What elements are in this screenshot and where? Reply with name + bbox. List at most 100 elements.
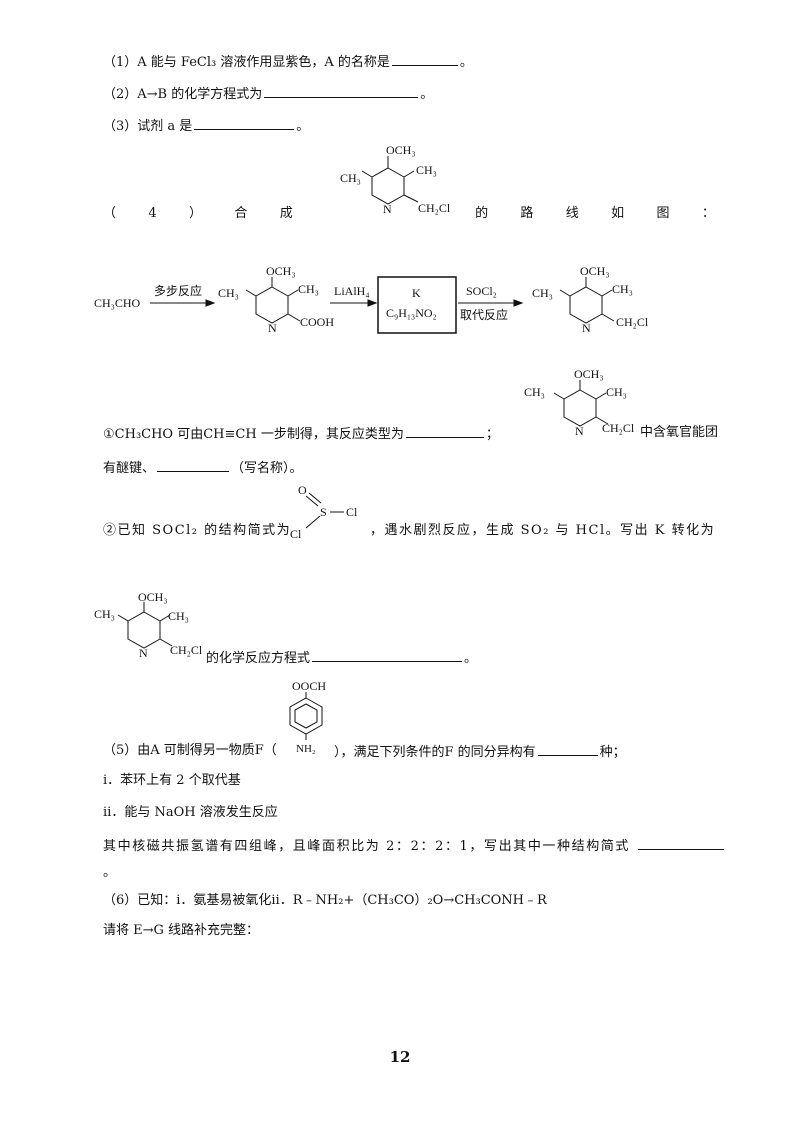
n-label: N: [268, 321, 277, 335]
answer-blank[interactable]: [157, 458, 230, 472]
nmr-question: 其中核磁共振氢谱有四组峰，且峰面积比为 2：2：2：1，写出其中一种结构简式: [103, 836, 726, 856]
question-6b: 请将 E→G 线路补充完整：: [103, 923, 260, 938]
answer-blank[interactable]: [391, 52, 458, 66]
cl-label: Cl: [290, 527, 302, 541]
q5-after-text: ），满足下列条件的F 的同分异构有: [334, 745, 536, 760]
q4-part: 的: [475, 206, 489, 221]
ch3-label: CH₃: [168, 609, 189, 623]
ch3-label: CH₃: [612, 282, 633, 296]
n-label: N: [383, 202, 392, 216]
question-2: （2）A→B 的化学方程式为 。: [103, 84, 433, 104]
condition-2: ⅱ．能与 NaOH 溶液发生反应: [103, 805, 278, 820]
arrow3-label: SOCl₂: [466, 284, 497, 298]
sub2b-end: 。: [464, 651, 478, 666]
compound-f-structure: OOCH NH₂: [289, 679, 326, 755]
nmr-end: 。: [103, 865, 117, 880]
ch3-label: CH₃: [94, 607, 115, 621]
condition-1: ⅰ．苯环上有 2 个取代基: [103, 773, 241, 788]
svg-text:CH₃: CH₃: [340, 171, 361, 185]
sub2-after-text: ，遇水剧烈反应，生成 SO₂ 与 HCl。写出 K 转化为: [370, 523, 716, 538]
ooch-label: OOCH: [292, 679, 326, 693]
och3-label: OCH₃: [574, 367, 604, 381]
q1-text: （1）A 能与 FeCl₃ 溶液作用显紫色，A 的名称是: [103, 55, 390, 70]
socl2-structure: O S Cl Cl: [290, 484, 358, 541]
q4-part: 4: [148, 206, 157, 221]
och3-label: OCH₃: [386, 143, 416, 157]
question-1: （1）A 能与 FeCl₃ 溶液作用显紫色，A 的名称是 。: [103, 52, 473, 72]
question-4: （ 4 ） 合 成 的 路 线 如 图 ：: [103, 202, 715, 221]
compound-k-formula: C₉H₁₃NO₂: [386, 306, 437, 320]
sub-question-1b: 有醚键、 （写名称）。: [103, 458, 303, 478]
nh2-label: NH₂: [296, 743, 316, 755]
och3-label: OCH₃: [580, 264, 610, 278]
sub-question-2: ②已知 SOCl₂ 的结构简式为: [103, 522, 291, 540]
ch2cl-label: CH₂Cl: [170, 643, 203, 657]
svg-text:CH₃: CH₃: [416, 163, 437, 177]
ch2cl-label: CH₂Cl: [602, 421, 635, 435]
n-label: N: [139, 646, 148, 660]
q2-end: 。: [420, 87, 434, 102]
sub2-after: ，遇水剧烈反应，生成 SO₂ 与 HCl。写出 K 转化为: [370, 522, 715, 540]
question-3: （3）试剂 a 是 。: [103, 116, 309, 136]
sub1-mid: ；: [485, 427, 499, 442]
sub1-after-text: 中含氧官能团: [640, 425, 719, 440]
q5-end: 种；: [599, 745, 626, 760]
target-molecule-1: OCH₃ CH₃ CH₃ N CH₂Cl: [340, 143, 451, 216]
svg-text:N: N: [383, 202, 392, 216]
q5-after: ），满足下列条件的F 的同分异构有 种；: [334, 742, 626, 762]
q4-part: 图: [656, 206, 670, 221]
q4-part: 线: [565, 206, 579, 221]
compound-k-label: K: [412, 286, 421, 300]
question-6: （6）已知：ⅰ．氨基易被氧化ⅱ．R﹣NH₂+（CH₃CO）₂O→CH₃CONH﹣…: [103, 893, 547, 908]
ch3-label: CH₃: [218, 286, 239, 300]
page-number: 12: [389, 1048, 411, 1066]
sub2-text: ②已知 SOCl₂ 的结构简式为: [103, 523, 292, 538]
svg-text:CH₂Cl: CH₂Cl: [418, 201, 451, 215]
cl-label: Cl: [346, 505, 358, 519]
q4-part: 合: [234, 206, 248, 221]
q4-part: ）: [188, 206, 202, 221]
o-label: O: [298, 484, 307, 497]
q1-end: 。: [459, 55, 473, 70]
ch3-label: CH₃: [298, 282, 319, 296]
q4-part: （: [103, 206, 117, 221]
sub1-text: ①CH₃CHO 可由CH≡CH 一步制得，其反应类型为: [103, 427, 404, 442]
sub1b-text: 有醚键、: [103, 461, 156, 476]
ch2cl-label: CH₂Cl: [616, 315, 649, 329]
q3-end: 。: [296, 119, 310, 134]
q3-text: （3）试剂 a 是: [103, 119, 193, 134]
nmr-text: 其中核磁共振氢谱有四组峰，且峰面积比为 2：2：2：1，写出其中一种结构简式: [103, 839, 631, 854]
start-material: CH₃CHO: [94, 296, 141, 310]
n-label: N: [582, 321, 591, 335]
target-molecule-3: OCH₃ CH₃ CH₃ N CH₂Cl: [94, 590, 203, 660]
svg-text:OCH₃: OCH₃: [386, 143, 416, 157]
target-molecule-2: OCH₃ CH₃ CH₃ N CH₂Cl: [524, 367, 635, 438]
answer-blank[interactable]: [537, 742, 598, 756]
synthesis-scheme: CH₃CHO 多步反应 OCH₃ CH₃ CH₃ N COOH LiAlH₄ K…: [94, 264, 649, 335]
q5-text: （5）由A 可制得另一物质F（: [103, 743, 277, 758]
arrow2-label: LiAlH₄: [334, 284, 370, 298]
ch3-label: CH₃: [532, 286, 553, 300]
och3-label: OCH₃: [138, 590, 168, 604]
ch3-label: CH₃: [606, 385, 627, 399]
ch3-label: CH₃: [416, 163, 437, 177]
arrow3-sublabel: 取代反应: [460, 307, 508, 322]
q4-part: 成: [279, 206, 293, 221]
q2-text: （2）A→B 的化学方程式为: [103, 87, 263, 102]
q4-part: 如: [611, 206, 625, 221]
sub1b-end: （写名称）。: [231, 461, 303, 476]
sub-question-1: ①CH₃CHO 可由CH≡CH 一步制得，其反应类型为 ；: [103, 424, 499, 444]
ch2cl-label: CH₂Cl: [418, 201, 451, 215]
answer-blank[interactable]: [264, 84, 419, 98]
answer-blank[interactable]: [638, 836, 725, 850]
answer-blank[interactable]: [405, 424, 484, 438]
ch3-label: CH₃: [524, 385, 545, 399]
question-5: （5）由A 可制得另一物质F（: [103, 742, 277, 760]
sub-question-2b: 的化学反应方程式。: [206, 648, 477, 668]
answer-blank[interactable]: [194, 116, 295, 130]
q4-part: 路: [520, 206, 534, 221]
answer-blank[interactable]: [312, 648, 463, 662]
ch3-label: CH₃: [340, 171, 361, 185]
arrow1-label: 多步反应: [154, 283, 202, 298]
q4-part: ：: [701, 206, 715, 221]
